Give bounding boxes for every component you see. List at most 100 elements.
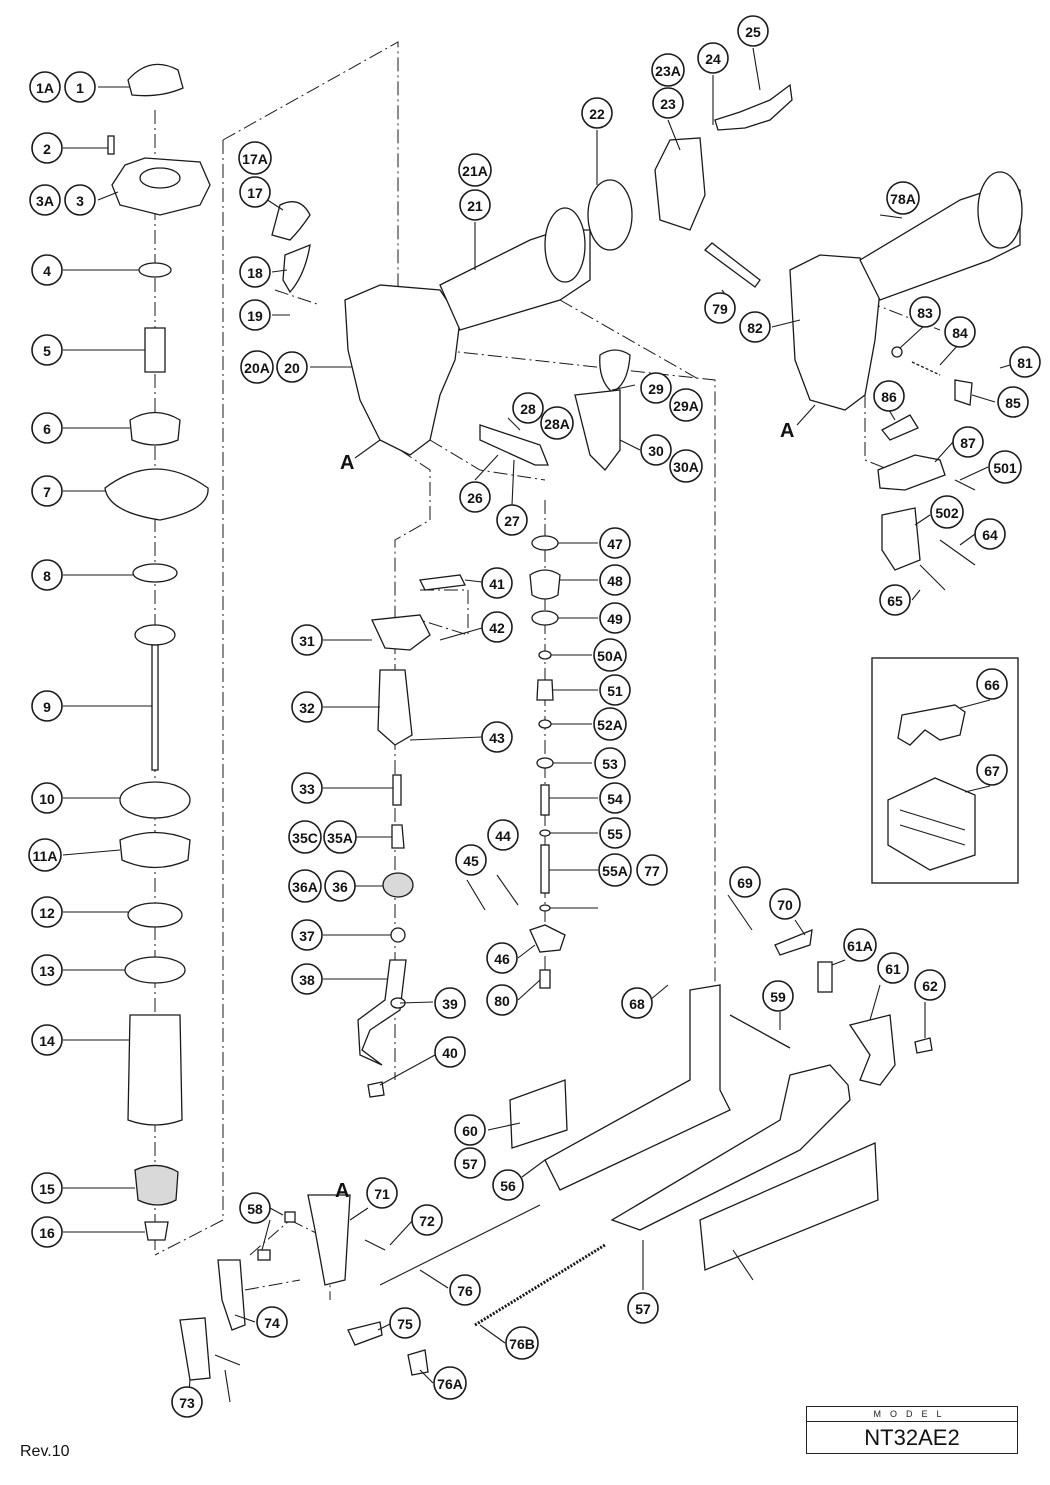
callout-30: 30 xyxy=(640,434,672,466)
callout-1: 1 xyxy=(64,71,96,103)
callout-59: 59 xyxy=(762,980,794,1012)
svg-text:53: 53 xyxy=(602,756,618,772)
callout-42: 42 xyxy=(481,611,513,643)
svg-text:10: 10 xyxy=(39,791,55,807)
section-letter-a: A xyxy=(780,420,794,442)
svg-text:52A: 52A xyxy=(597,717,623,733)
svg-text:47: 47 xyxy=(607,536,623,552)
svg-text:28A: 28A xyxy=(544,416,570,432)
svg-text:18: 18 xyxy=(247,265,263,281)
callout-57: 57 xyxy=(627,1292,659,1324)
section-letter-a: A xyxy=(335,1180,349,1202)
svg-text:79: 79 xyxy=(712,301,728,317)
svg-text:76: 76 xyxy=(457,1283,473,1299)
svg-text:57: 57 xyxy=(635,1301,651,1317)
svg-text:81: 81 xyxy=(1017,355,1033,371)
svg-text:84: 84 xyxy=(952,325,968,341)
callout-76a: 76A xyxy=(433,1366,467,1400)
body-parts xyxy=(271,83,793,1098)
svg-text:74: 74 xyxy=(264,1315,280,1331)
svg-text:501: 501 xyxy=(993,460,1017,476)
callout-52a: 52A xyxy=(593,707,627,741)
callout-1a: 1A xyxy=(29,71,61,103)
svg-text:64: 64 xyxy=(982,527,998,543)
callout-3: 3 xyxy=(64,184,96,216)
svg-text:21A: 21A xyxy=(462,163,488,179)
callout-14: 14 xyxy=(31,1024,63,1056)
svg-text:15: 15 xyxy=(39,1181,55,1197)
svg-text:13: 13 xyxy=(39,963,55,979)
svg-text:68: 68 xyxy=(629,996,645,1012)
callout-65: 65 xyxy=(879,584,911,616)
body-housing xyxy=(344,284,461,456)
svg-text:31: 31 xyxy=(299,633,315,649)
svg-text:60: 60 xyxy=(462,1123,478,1139)
svg-text:40: 40 xyxy=(442,1045,458,1061)
svg-text:17A: 17A xyxy=(242,151,268,167)
svg-text:38: 38 xyxy=(299,972,315,988)
section-letters: A A A xyxy=(335,404,816,1202)
svg-text:42: 42 xyxy=(489,620,505,636)
callout-28: 28 xyxy=(512,392,544,424)
callout-79: 79 xyxy=(704,292,736,324)
callout-21a: 21A xyxy=(458,153,492,187)
callout-19: 19 xyxy=(239,299,271,331)
left-column-parts xyxy=(104,63,211,1241)
callout-67: 67 xyxy=(976,754,1008,786)
svg-text:54: 54 xyxy=(607,791,623,807)
svg-text:29A: 29A xyxy=(673,398,699,414)
svg-text:44: 44 xyxy=(495,828,511,844)
svg-text:7: 7 xyxy=(43,484,51,500)
callout-25: 25 xyxy=(737,15,769,47)
callout-11a: 11A xyxy=(28,838,62,872)
svg-text:16: 16 xyxy=(39,1225,55,1241)
callout-15: 15 xyxy=(31,1172,63,1204)
callout-36: 36 xyxy=(324,870,356,902)
callout-35c: 35C xyxy=(288,820,322,854)
callout-55a: 55A xyxy=(598,853,632,887)
svg-text:22: 22 xyxy=(589,106,605,122)
callout-26: 26 xyxy=(459,481,491,513)
callout-71: 71 xyxy=(366,1177,398,1209)
callout-62: 62 xyxy=(914,969,946,1001)
callout-43: 43 xyxy=(481,721,513,753)
svg-text:29: 29 xyxy=(648,381,664,397)
svg-text:25: 25 xyxy=(745,24,761,40)
callout-81: 81 xyxy=(1009,346,1041,378)
callout-76: 76 xyxy=(449,1274,481,1306)
callout-29a: 29A xyxy=(669,388,703,422)
svg-text:20A: 20A xyxy=(244,360,270,376)
cap-part xyxy=(127,63,184,97)
callout-82: 82 xyxy=(739,311,771,343)
carrying-case xyxy=(887,777,976,871)
callout-44: 44 xyxy=(487,819,519,851)
svg-text:502: 502 xyxy=(935,505,959,521)
callout-37: 37 xyxy=(291,919,323,951)
callout-55: 55 xyxy=(599,817,631,849)
callout-50a: 50A xyxy=(593,638,627,672)
svg-text:1A: 1A xyxy=(36,80,54,96)
callout-58: 58 xyxy=(239,1192,271,1224)
callout-86: 86 xyxy=(873,380,905,412)
callout-4: 4 xyxy=(31,254,63,286)
svg-text:1: 1 xyxy=(76,80,84,96)
svg-text:82: 82 xyxy=(747,320,763,336)
svg-text:19: 19 xyxy=(247,308,263,324)
svg-text:58: 58 xyxy=(247,1201,263,1217)
callout-87: 87 xyxy=(952,426,984,458)
svg-text:59: 59 xyxy=(770,989,786,1005)
callout-28a: 28A xyxy=(540,406,574,440)
callout-22: 22 xyxy=(581,97,613,129)
svg-text:48: 48 xyxy=(607,573,623,589)
svg-text:73: 73 xyxy=(179,1395,195,1411)
svg-text:17: 17 xyxy=(247,185,263,201)
svg-text:3A: 3A xyxy=(36,193,54,209)
callout-60: 60 xyxy=(454,1114,486,1146)
svg-text:37: 37 xyxy=(299,928,315,944)
callout-5: 5 xyxy=(31,334,63,366)
valve-stack xyxy=(466,535,566,989)
callout-61a: 61A xyxy=(843,928,877,962)
svg-text:35A: 35A xyxy=(327,830,353,846)
